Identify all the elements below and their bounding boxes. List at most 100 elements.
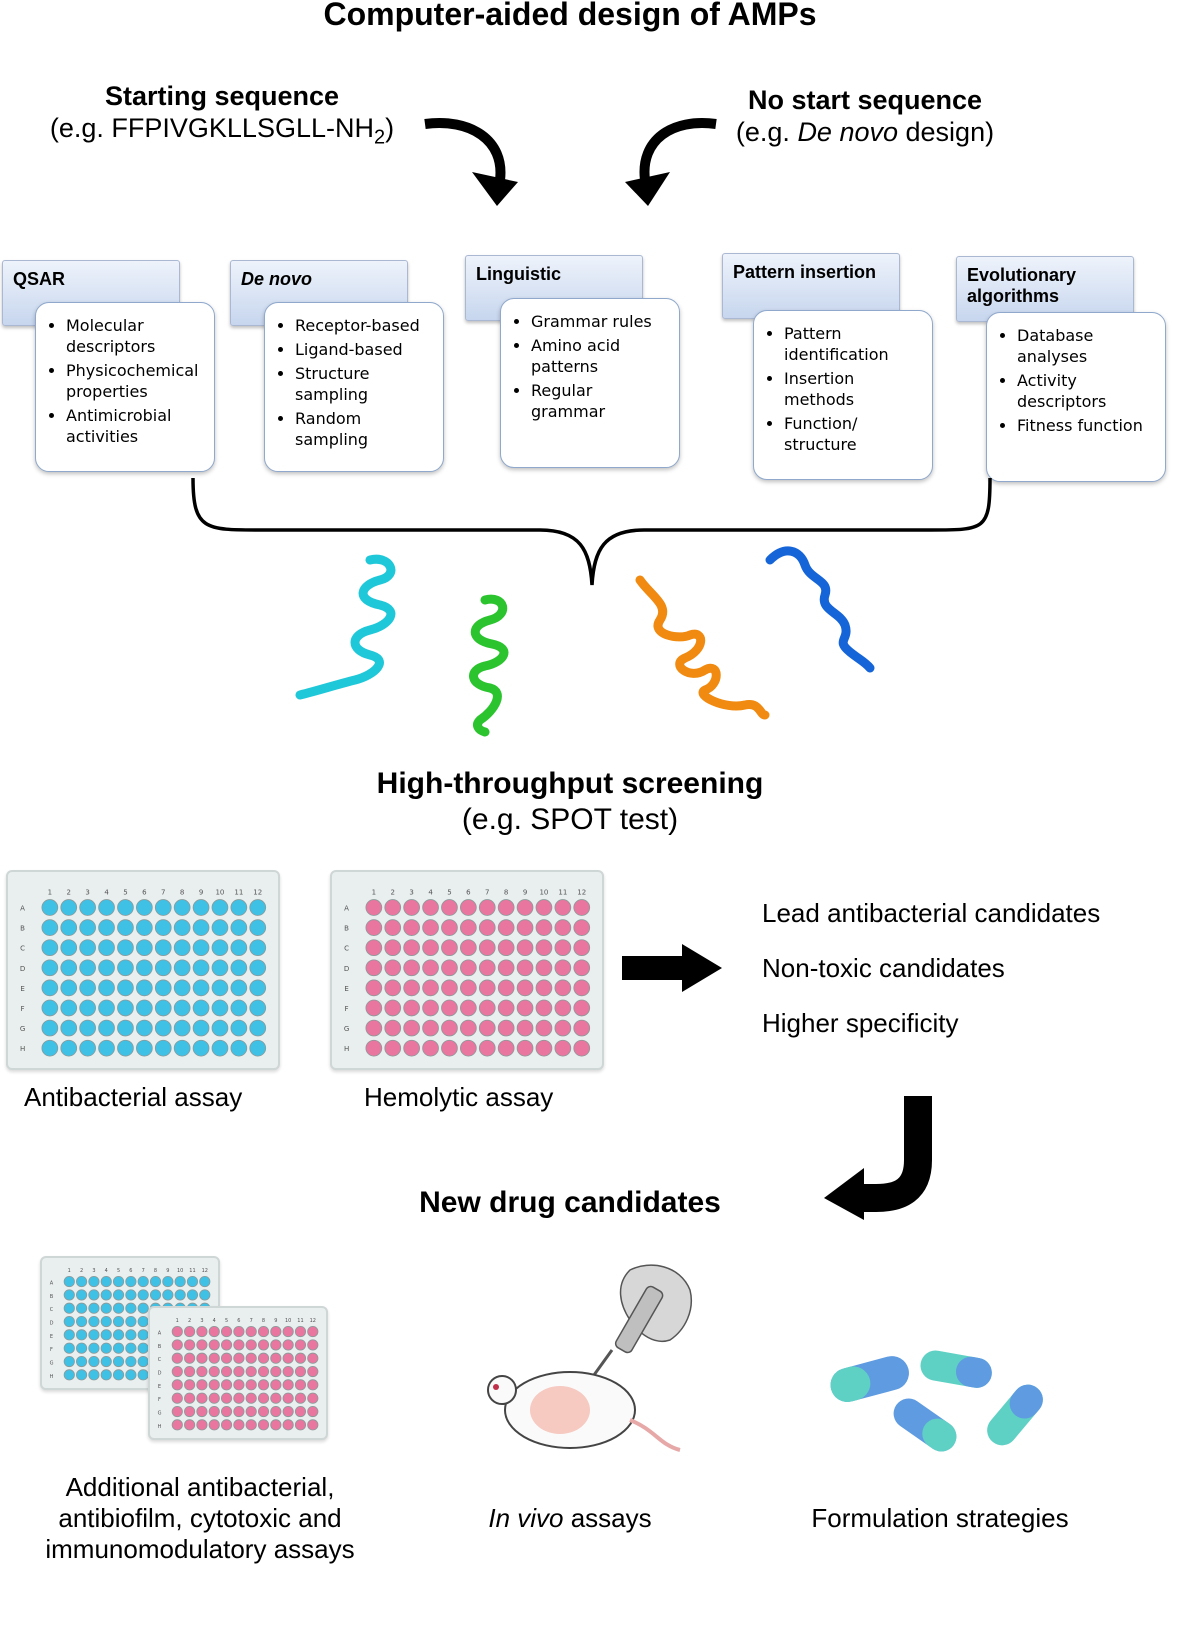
plate-well (233, 1365, 245, 1378)
plate-well (98, 939, 115, 957)
plate-well (249, 959, 267, 977)
plate-column-label: 11 (189, 1268, 195, 1274)
plate-well (233, 1325, 245, 1338)
plate-well (497, 919, 515, 936)
plate-column-label: 8 (180, 887, 184, 896)
method-item: Antimicrobial activities (66, 405, 204, 447)
plate-well (478, 939, 496, 957)
plate-well (112, 1275, 125, 1288)
plate-well (184, 1419, 196, 1431)
plate-well (282, 1405, 294, 1418)
plate-row-label: B (158, 1344, 162, 1350)
plate-well (460, 919, 477, 936)
helix-orange (635, 575, 770, 720)
plate-well (196, 1339, 208, 1351)
plate-well (365, 1019, 383, 1037)
plate-well (365, 999, 383, 1017)
method-item: Fitness function (1017, 415, 1155, 436)
plate-well (79, 939, 96, 957)
plate-well (516, 959, 534, 977)
plate-well (174, 1289, 186, 1301)
plate-well (460, 1019, 477, 1037)
plate-well (220, 1405, 233, 1418)
plate-well (117, 919, 134, 936)
plate-well (196, 1405, 208, 1418)
plate-well (384, 999, 402, 1017)
plate-well (100, 1302, 112, 1314)
right-arrow-head (625, 172, 670, 206)
plate-well (41, 959, 59, 977)
plate-well (384, 899, 402, 916)
plate-well (554, 1019, 572, 1037)
plate-column-label: 6 (129, 1268, 132, 1274)
plate-well (282, 1325, 294, 1338)
plate-row-label: H (344, 1044, 349, 1053)
plate-well (257, 1352, 270, 1364)
plate-well (184, 1379, 196, 1391)
plate-well (497, 1019, 515, 1037)
plate-well (184, 1325, 196, 1338)
plate-well (403, 959, 420, 977)
plate-well (79, 979, 96, 997)
plate-well (208, 1339, 220, 1351)
plate-well (79, 999, 96, 1017)
plate-well (98, 1019, 115, 1037)
outcome-lead-antibacterial: Lead antibacterial candidates (762, 898, 1101, 928)
plate-row-label: E (20, 984, 24, 993)
plate-well (98, 899, 115, 916)
plate-well (282, 1352, 294, 1364)
plate-well (307, 1419, 319, 1431)
plate-well (460, 939, 477, 957)
plate-well (63, 1329, 75, 1341)
plate-column-label: 5 (117, 1268, 120, 1274)
plate-well (208, 1365, 220, 1378)
plate-well (117, 1019, 134, 1037)
plate-column-label: 10 (215, 887, 224, 896)
plate-row-label: E (50, 1334, 53, 1340)
plate-well (154, 899, 172, 916)
plate-well (60, 899, 78, 916)
plate-column-label: 3 (200, 1318, 203, 1324)
no-start-sequence-example: (e.g. De novo design) (735, 117, 995, 147)
plate-well (282, 1339, 294, 1351)
plate-well (422, 939, 439, 957)
plate-well (249, 999, 267, 1017)
plate-row-label: F (158, 1397, 161, 1403)
plate-well (117, 979, 134, 997)
plate-well (117, 999, 134, 1017)
plate-well (173, 959, 191, 977)
plate-well (211, 939, 229, 957)
plate-well (516, 919, 534, 936)
plate-well (257, 1325, 270, 1338)
method-item: Activity descriptors (1017, 370, 1155, 412)
plate-well (196, 1419, 208, 1431)
method-card-qsar: Molecular descriptorsPhysicochemical pro… (35, 302, 215, 472)
plate-well (173, 919, 191, 936)
plate-row-label: H (20, 1044, 25, 1053)
method-item: Amino acid patterns (531, 335, 669, 377)
page-title: Computer-aided design of AMPs (323, 0, 817, 32)
plate-well (171, 1352, 183, 1364)
plate-well (384, 959, 402, 977)
plate-well (41, 1019, 59, 1037)
plate-well (79, 1019, 96, 1037)
plate-well (154, 919, 172, 936)
plate-well (60, 919, 78, 936)
plate-well (184, 1392, 196, 1404)
plate-well (365, 979, 383, 997)
additional-assays-label: Additional antibacterial, antibiofilm, c… (45, 1472, 355, 1564)
plate-row-label: A (158, 1331, 162, 1337)
plate-well (79, 919, 96, 936)
plate-column-label: 11 (558, 887, 567, 896)
plate-well (184, 1365, 196, 1378)
plate-well (88, 1342, 100, 1354)
left-arrow-head (472, 172, 518, 206)
plate-well (497, 999, 515, 1017)
plate-well (199, 1289, 211, 1301)
plate-well (516, 1039, 534, 1057)
in-vivo-illustration (487, 1264, 692, 1452)
plate-well (535, 999, 553, 1017)
plate-column-label: 4 (428, 887, 433, 896)
plate-well (162, 1275, 174, 1288)
plate-well (112, 1369, 125, 1381)
